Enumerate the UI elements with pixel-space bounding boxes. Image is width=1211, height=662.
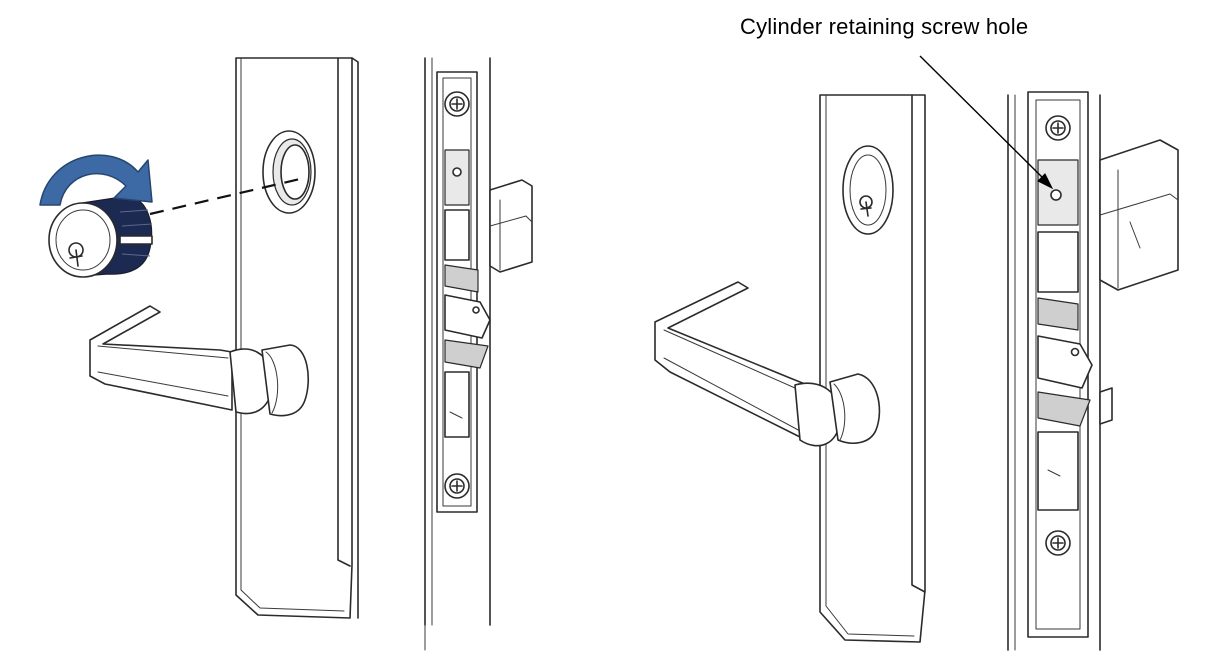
strike-box-left bbox=[489, 179, 533, 273]
callout-leader-line bbox=[919, 55, 1054, 190]
retaining-screw-hole bbox=[1050, 189, 1062, 201]
escutcheon-plate-right bbox=[819, 94, 926, 643]
callout-label: Cylinder retaining screw hole bbox=[740, 14, 1029, 39]
rotation-arrow-icon bbox=[39, 154, 153, 206]
lever-handle-icon bbox=[89, 305, 310, 417]
screw-icon bbox=[1045, 530, 1071, 556]
cylinder-hole-left bbox=[262, 130, 316, 214]
left-panel bbox=[39, 57, 533, 626]
screw-icon bbox=[1045, 115, 1071, 141]
door-edge-left bbox=[424, 57, 491, 626]
mortise-faceplate-right bbox=[1027, 91, 1093, 638]
alignment-dashed-line bbox=[149, 177, 301, 216]
installed-cylinder-right bbox=[842, 145, 894, 235]
screw-icon bbox=[444, 473, 470, 499]
lever-handle-right bbox=[654, 281, 881, 447]
screw-icon bbox=[444, 91, 470, 117]
strike-box-right bbox=[1099, 139, 1179, 425]
right-panel bbox=[654, 55, 1179, 651]
key-cylinder-icon bbox=[48, 195, 153, 278]
escutcheon-plate-left bbox=[235, 57, 359, 619]
mortise-faceplate-left bbox=[436, 71, 491, 513]
